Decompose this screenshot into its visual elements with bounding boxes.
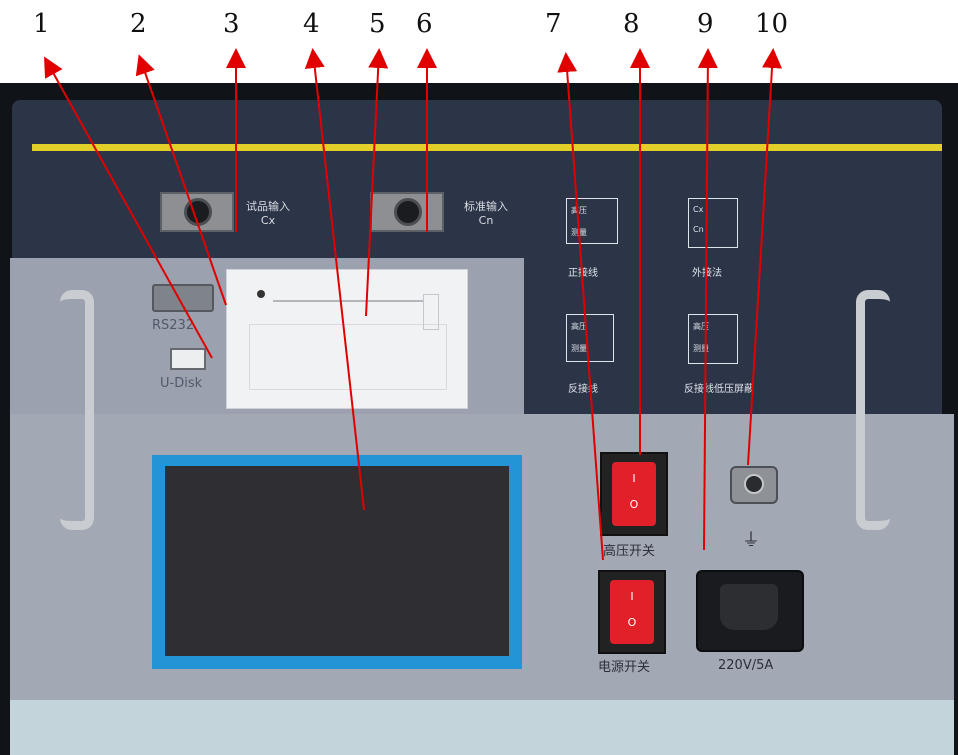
callout-8: 8 bbox=[623, 9, 640, 39]
arrow-4 bbox=[304, 48, 365, 511]
power-switch[interactable]: I O bbox=[598, 570, 666, 654]
sample-input-label: 试品输入 Cx bbox=[238, 200, 298, 228]
sample-input-text: 试品输入 bbox=[246, 200, 290, 213]
right-handle-icon bbox=[856, 290, 890, 530]
diagram-text: 测量 bbox=[571, 344, 587, 353]
printer-latch bbox=[423, 294, 439, 330]
printer-door bbox=[249, 324, 447, 390]
left-handle-icon bbox=[60, 290, 94, 530]
standard-input-sub: Cn bbox=[478, 214, 494, 227]
standard-input-label: 标准输入 Cn bbox=[456, 200, 516, 228]
sample-input-sub: Cx bbox=[260, 214, 276, 227]
diagram-text: 测量 bbox=[693, 344, 709, 353]
lcd-touchscreen[interactable] bbox=[165, 466, 509, 656]
bottom-strip bbox=[10, 700, 954, 755]
callout-1: 1 bbox=[33, 9, 50, 39]
diagram-caption: 反接线低压屏蔽 bbox=[684, 384, 754, 395]
diagram-text: 高压 bbox=[571, 322, 587, 331]
diagram-caption: 反接线 bbox=[568, 384, 598, 395]
printer-paper-slot bbox=[273, 300, 423, 302]
ground-symbol-icon: ⏚ bbox=[742, 530, 760, 551]
rocker-icon: I O bbox=[612, 462, 656, 526]
callout-2: 2 bbox=[130, 9, 147, 39]
diagram-text: 高压 bbox=[693, 322, 709, 331]
diagram-text: Cx bbox=[693, 205, 704, 214]
callout-4: 4 bbox=[303, 9, 320, 39]
diagram-reverse: 高压 测量 bbox=[566, 314, 614, 362]
arrow-1 bbox=[44, 56, 213, 359]
switch-on-mark: I bbox=[632, 472, 636, 485]
arrow-10 bbox=[747, 48, 783, 466]
usb-label: U-Disk bbox=[160, 376, 203, 391]
diagram-reverse-shield: 高压 测量 bbox=[688, 314, 738, 364]
high-voltage-label: 高压开关 bbox=[603, 544, 656, 559]
thermal-printer[interactable] bbox=[226, 269, 468, 409]
standard-input-text: 标准输入 bbox=[464, 200, 508, 213]
arrow-9 bbox=[697, 48, 718, 551]
callout-10: 10 bbox=[755, 9, 789, 39]
terminal-screw-icon bbox=[744, 474, 764, 494]
yellow-stripe bbox=[32, 144, 942, 151]
printer-feed-button[interactable] bbox=[257, 290, 265, 298]
switch-off-mark: O bbox=[627, 616, 637, 629]
diagram-external: Cx Cn bbox=[688, 198, 738, 248]
power-socket-label: 220V/5A bbox=[718, 658, 774, 673]
callout-5: 5 bbox=[369, 9, 386, 39]
callout-3: 3 bbox=[223, 9, 240, 39]
arrow-7 bbox=[557, 52, 604, 561]
diagram-caption: 正接线 bbox=[568, 268, 598, 279]
callout-9: 9 bbox=[697, 9, 714, 39]
high-voltage-switch[interactable]: I O bbox=[600, 452, 668, 536]
sample-input-connector[interactable] bbox=[160, 192, 234, 232]
diagram-text: Cn bbox=[693, 225, 704, 234]
rocker-icon: I O bbox=[610, 580, 654, 644]
power-socket[interactable] bbox=[696, 570, 804, 652]
usb-port[interactable] bbox=[170, 348, 206, 370]
power-switch-label: 电源开关 bbox=[598, 660, 651, 675]
callout-7: 7 bbox=[545, 9, 562, 39]
rs232-label: RS232 bbox=[152, 318, 195, 333]
iec-inlet-icon bbox=[720, 584, 778, 630]
switch-off-mark: O bbox=[629, 498, 639, 511]
callout-6: 6 bbox=[416, 9, 433, 39]
ground-terminal[interactable] bbox=[730, 466, 778, 504]
diagram-text: 高压 bbox=[571, 206, 587, 215]
xlr-socket-icon bbox=[394, 198, 422, 226]
arrow-2 bbox=[135, 54, 227, 306]
arrow-5 bbox=[365, 48, 389, 317]
switch-on-mark: I bbox=[630, 590, 634, 603]
